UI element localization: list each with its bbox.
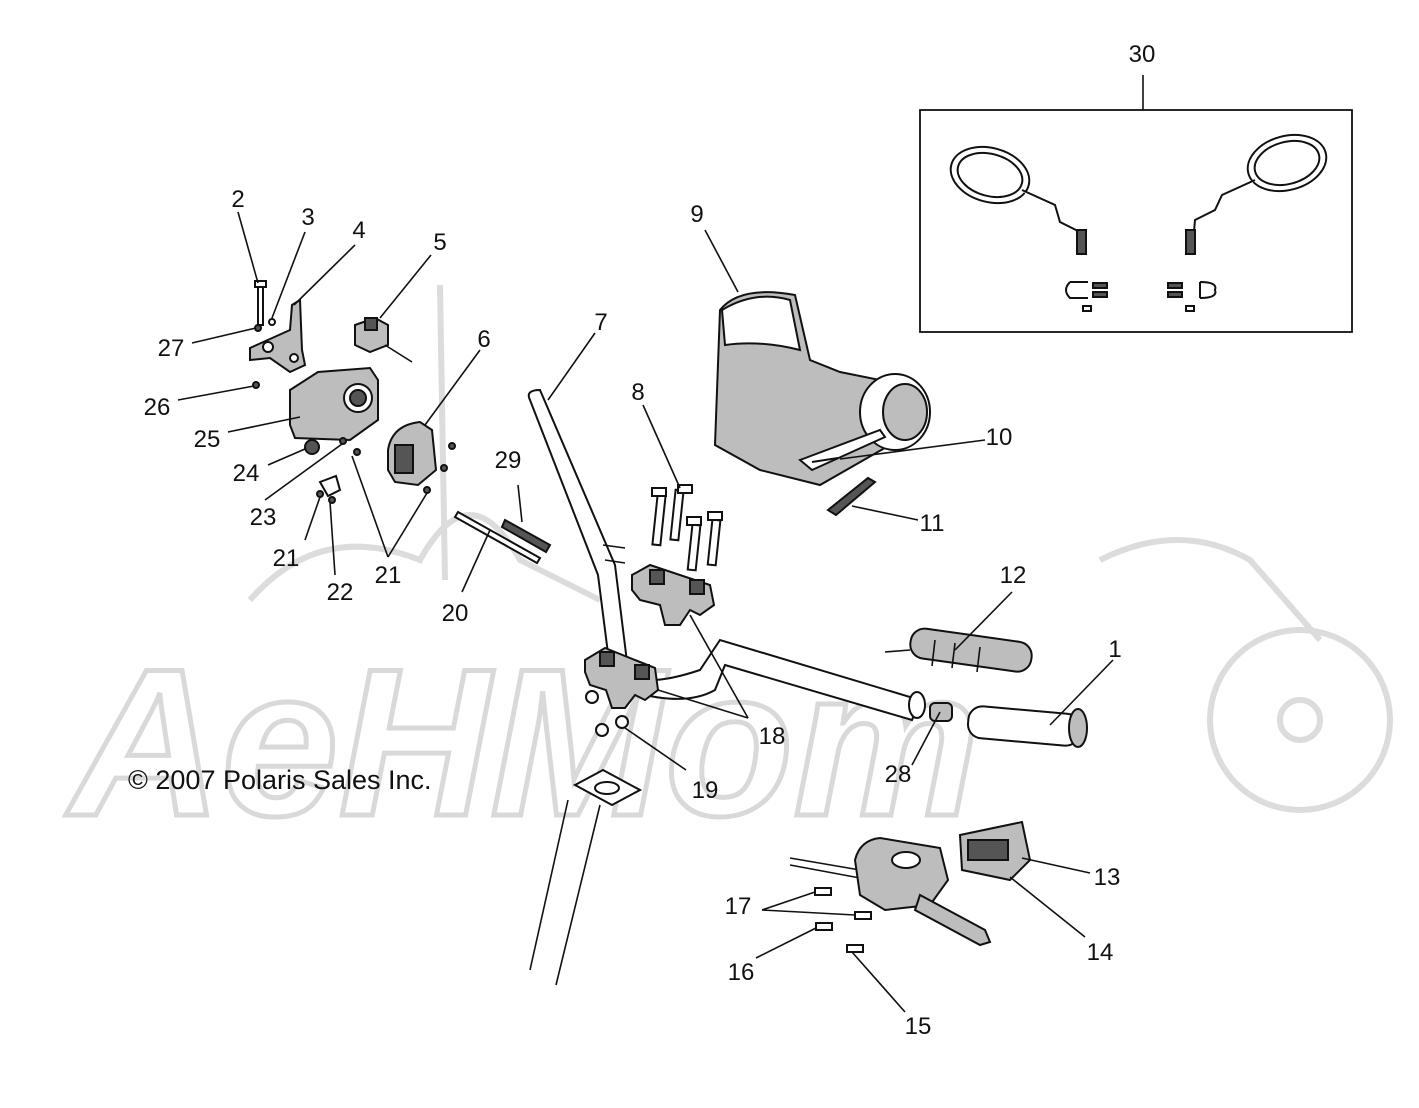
- callout-12: 12: [1000, 562, 1027, 589]
- watermark: AeHMom: [63, 284, 1393, 863]
- spring-29: [500, 518, 552, 554]
- callouts: 2 3 4 5 6 7 8 9 10 11 12 1 13 14 15 16 1…: [144, 41, 1156, 1040]
- right-mirror: [1167, 133, 1328, 312]
- brake-lever-assembly: [789, 820, 1032, 953]
- callout-3: 3: [301, 204, 314, 231]
- left-mirror: [949, 145, 1108, 312]
- screw-16: [815, 922, 833, 931]
- part-23: [339, 437, 347, 445]
- lever: [913, 893, 992, 947]
- clamp-upper-18: [631, 563, 716, 626]
- cap-24: [304, 439, 320, 455]
- callout-17: 17: [725, 893, 752, 920]
- callout-11: 11: [920, 510, 945, 537]
- callout-9: 9: [690, 201, 703, 228]
- grip-1: [966, 705, 1088, 748]
- master-cylinder-14: [853, 836, 950, 912]
- callout-7: 7: [594, 309, 607, 336]
- grip-12: [884, 627, 1033, 673]
- watermark-skyline: [247, 512, 602, 603]
- strip-11: [826, 476, 877, 517]
- hand-guard-9: [713, 291, 931, 487]
- screw-21: [316, 490, 324, 498]
- callout-29: 29: [495, 447, 522, 474]
- watermark-motorcycle: [1098, 537, 1323, 642]
- screw-10: [811, 457, 839, 463]
- callout-4: 4: [352, 217, 365, 244]
- nuts-19: [585, 690, 629, 737]
- callout-22: 22: [327, 579, 354, 606]
- callout-2: 2: [231, 186, 244, 213]
- callout-13: 13: [1094, 864, 1121, 891]
- screw-2: [257, 284, 264, 326]
- callout-16: 16: [728, 959, 755, 986]
- callout-23: 23: [250, 504, 277, 531]
- washer-3: [268, 318, 276, 326]
- cover-22: [318, 474, 342, 498]
- screw-17a: [814, 887, 832, 896]
- callout-6: 6: [477, 326, 490, 353]
- screw-17b: [854, 911, 872, 920]
- callout-10: 10: [986, 424, 1013, 451]
- callout-18: 18: [759, 723, 786, 750]
- leader-lines: [177, 211, 1114, 1013]
- bolts-8: [651, 484, 723, 572]
- callout-1: 1: [1108, 636, 1121, 663]
- clamp-lower-18: [584, 646, 660, 709]
- callout-21a: 21: [273, 545, 300, 572]
- handlebar-7: [527, 388, 926, 722]
- callout-15: 15: [905, 1013, 932, 1040]
- pin-20: [453, 510, 542, 565]
- callout-8: 8: [631, 379, 644, 406]
- copyright-notice: © 2007 Polaris Sales Inc.: [128, 765, 432, 795]
- watermark-spire: [437, 284, 448, 581]
- screw-15: [846, 944, 864, 953]
- callout-28: 28: [885, 761, 912, 788]
- callout-14: 14: [1087, 939, 1114, 966]
- steering-post: [529, 768, 643, 986]
- callout-27: 27: [158, 335, 185, 362]
- callout-21b: 21: [375, 562, 402, 589]
- watermark-wheel: [1207, 627, 1393, 813]
- callout-26: 26: [144, 394, 171, 421]
- callout-24: 24: [233, 460, 260, 487]
- left-switch-assembly: [249, 280, 552, 565]
- watermark-text: AeHMom: [65, 625, 980, 860]
- callout-19: 19: [692, 777, 719, 804]
- mirror-kit-box: [919, 75, 1353, 333]
- callout-25: 25: [194, 426, 221, 453]
- end-cap-28: [929, 702, 953, 722]
- callout-5: 5: [433, 229, 446, 256]
- part-26: [252, 381, 260, 389]
- callout-20: 20: [442, 600, 469, 627]
- callout-30: 30: [1129, 41, 1156, 68]
